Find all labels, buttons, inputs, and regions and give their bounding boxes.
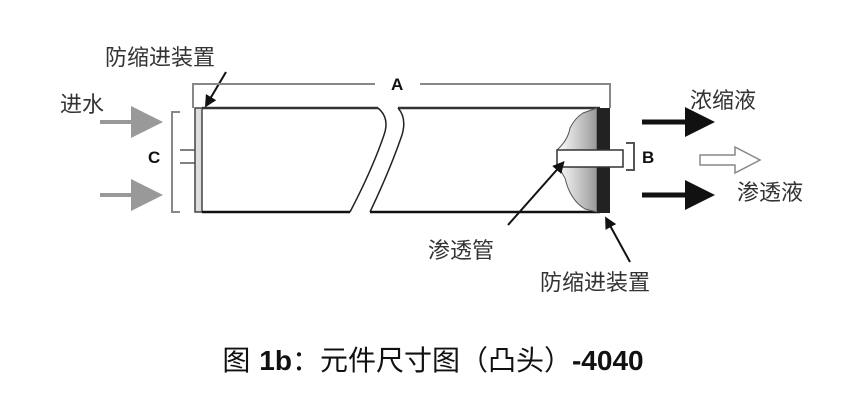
permeate-tube <box>556 149 624 168</box>
element-body <box>194 106 624 214</box>
permeate-hollow-arrow <box>699 145 762 175</box>
feed-label: 进水 <box>60 93 104 118</box>
dimension-b <box>626 142 635 171</box>
figure-caption: 图 1b：元件尺寸图（凸头）-4040 <box>222 344 643 377</box>
pointer-arrow <box>605 216 631 263</box>
pointer-arrow <box>204 71 227 108</box>
anti-telescoping-label-bottom: 防缩进装置 <box>540 271 650 296</box>
dimension-a <box>192 83 611 108</box>
dimension-a-label: A <box>391 75 403 94</box>
anti-telescoping-label-top: 防缩进装置 <box>105 46 215 71</box>
concentrate-label: 浓缩液 <box>690 89 756 114</box>
dimension-b-label: B <box>642 148 654 167</box>
dimension-c-label: C <box>148 148 160 167</box>
pointer-arrow <box>507 161 565 226</box>
break-line <box>349 107 387 213</box>
permeate-label: 渗透液 <box>737 181 803 206</box>
dimension-c <box>171 111 180 213</box>
permeate-tube-label: 渗透管 <box>428 239 494 264</box>
